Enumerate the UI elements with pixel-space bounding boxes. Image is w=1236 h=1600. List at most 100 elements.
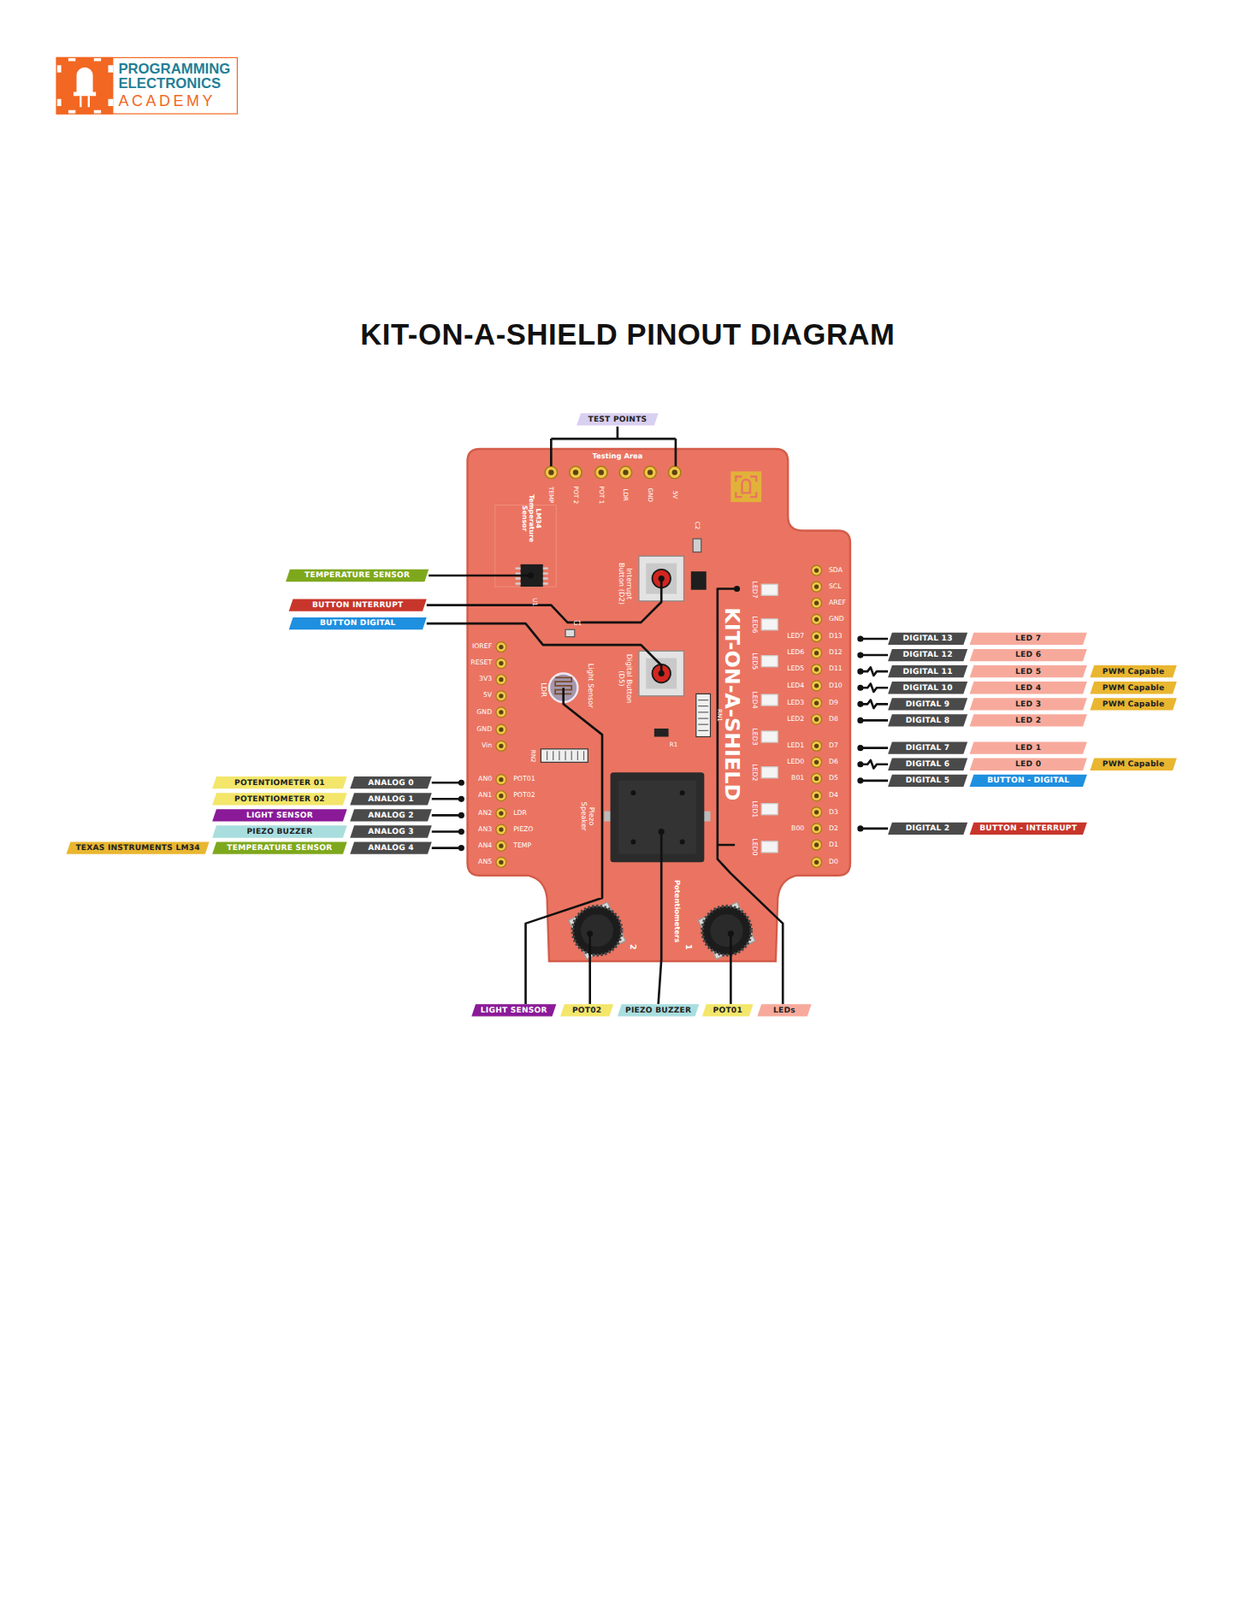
pin-tag: DIGITAL 10 — [887, 681, 968, 694]
logo-box: PROGRAMMING ELECTRONICSACADEMY — [56, 57, 238, 115]
tag-text: ANALOG 1 — [349, 792, 432, 805]
header-pin — [496, 674, 507, 686]
silkscreen-label: D12 — [828, 649, 843, 657]
pin-tag: LED 4 — [969, 681, 1088, 694]
header-pin — [496, 857, 507, 868]
tag-text: LED 7 — [969, 632, 1088, 645]
piezo-face — [618, 780, 697, 855]
tag-fill — [1089, 665, 1177, 678]
tag-text: POT02 — [560, 1004, 614, 1017]
tag-fill — [66, 841, 210, 854]
tag-text: DIGITAL 11 — [887, 665, 968, 678]
header-pin — [496, 824, 507, 835]
silkscreen-label: AN3 — [478, 826, 492, 834]
silkscreen-label: D8 — [828, 715, 839, 724]
silkscreen-label: GND — [828, 615, 845, 624]
tag-fill — [887, 714, 968, 727]
silkscreen-label: AREF — [828, 599, 846, 608]
tag-fill — [1089, 681, 1177, 694]
tag-fill — [887, 741, 968, 754]
tag-text: LED 3 — [969, 697, 1088, 710]
tag-fill — [212, 809, 348, 822]
header-pin — [811, 791, 823, 802]
capacitor — [565, 629, 575, 637]
pot-base — [568, 902, 627, 960]
leader-lines — [426, 426, 888, 1005]
header-pin — [811, 756, 823, 768]
pin-tag: DIGITAL 2 — [887, 822, 968, 835]
pin-tag: LIGHT SENSOR — [212, 809, 348, 822]
tag-fill — [887, 665, 968, 678]
pin-tag: DIGITAL 6 — [887, 758, 968, 771]
tag-fill — [969, 822, 1088, 835]
pin-tag: DIGITAL 8 — [887, 714, 968, 727]
tag-fill — [969, 681, 1088, 694]
header-pin — [496, 707, 507, 718]
silkscreen-label: KIT-ON-A-SHIELD — [721, 607, 745, 801]
pin-tag: DIGITAL 12 — [887, 649, 968, 662]
silkscreen-label: LED0 — [751, 838, 759, 856]
silkscreen-label: LED6 — [751, 615, 759, 633]
silkscreen-label: SDA — [828, 567, 843, 575]
pin-tag: PWM Capable — [1089, 665, 1177, 678]
silkscreen-label: Potentiometers — [671, 880, 680, 943]
tag-text: PWM Capable — [1089, 665, 1177, 678]
pin-tag: DIGITAL 13 — [887, 632, 968, 645]
tag-text: LED 1 — [969, 741, 1088, 754]
silkscreen-label: TEMP — [547, 486, 555, 503]
led — [761, 767, 778, 779]
pin-tag: ANALOG 0 — [349, 776, 432, 789]
silkscreen-label: D11 — [828, 665, 843, 674]
header-pin — [811, 648, 823, 659]
tag-fill — [212, 841, 348, 854]
header-pin — [811, 614, 823, 625]
pin-tag: PIEZO BUZZER — [212, 825, 348, 838]
piezo-tab — [603, 811, 611, 823]
silkscreen-label: LED1 — [751, 800, 759, 818]
header-pin — [496, 840, 507, 852]
tag-text: PWM Capable — [1089, 681, 1177, 694]
silkscreen-label: LED5 — [786, 665, 805, 674]
diagram-title: KIT-ON-A-SHIELD PINOUT DIAGRAM — [0, 318, 1236, 352]
silkscreen-label: 5V — [483, 692, 492, 701]
tag-text: BUTTON DIGITAL — [289, 617, 427, 630]
pin-tag: POTENTIOMETER 02 — [212, 792, 348, 805]
tag-fill — [289, 617, 427, 630]
tag-text: TEMPERATURE SENSOR — [285, 569, 429, 582]
logo-text: ACADEMY — [118, 91, 237, 110]
tag-text: ANALOG 0 — [349, 776, 432, 789]
test-pin — [619, 466, 632, 479]
transistor — [691, 571, 707, 590]
silkscreen-label: SCL — [828, 583, 842, 592]
tag-text: PWM Capable — [1089, 758, 1177, 771]
test-pin — [569, 466, 582, 479]
silkscreen-label: D0 — [828, 858, 839, 867]
tag-text: LEDs — [756, 1004, 811, 1017]
tag-fill — [471, 1004, 556, 1017]
silkscreen-label: LM34 Temperature Sensor — [520, 491, 543, 545]
piezo-buzzer — [610, 772, 705, 863]
pin-tag: ANALOG 3 — [349, 825, 432, 838]
header-pin — [496, 658, 507, 669]
tag-text: BUTTON - DIGITAL — [969, 774, 1088, 787]
tag-fill — [969, 665, 1088, 678]
silkscreen-label: GND — [476, 709, 492, 717]
pin-tag: BUTTON INTERRUPT — [289, 598, 427, 611]
silkscreen-label: LED1 — [786, 742, 805, 751]
tag-text: LED 0 — [969, 758, 1088, 771]
silkscreen-label: 5V — [671, 490, 679, 499]
tag-text: BUTTON INTERRUPT — [289, 598, 427, 611]
resistor-network-lines — [697, 700, 709, 732]
pin-tag: LED 3 — [969, 697, 1088, 710]
silkscreen-label: POT 1 — [597, 485, 605, 504]
shield-board — [467, 449, 850, 962]
silkscreen-label: AN1 — [478, 792, 492, 800]
tag-fill — [887, 681, 968, 694]
led — [761, 656, 778, 668]
pin-tag: BUTTON - INTERRUPT — [969, 822, 1088, 835]
silkscreen-label: POT 2 — [572, 485, 580, 504]
silkscreen-label: POT02 — [513, 792, 535, 800]
tag-fill — [887, 697, 968, 710]
silkscreen-label: RN2 — [529, 750, 537, 763]
header-pin — [811, 632, 823, 643]
